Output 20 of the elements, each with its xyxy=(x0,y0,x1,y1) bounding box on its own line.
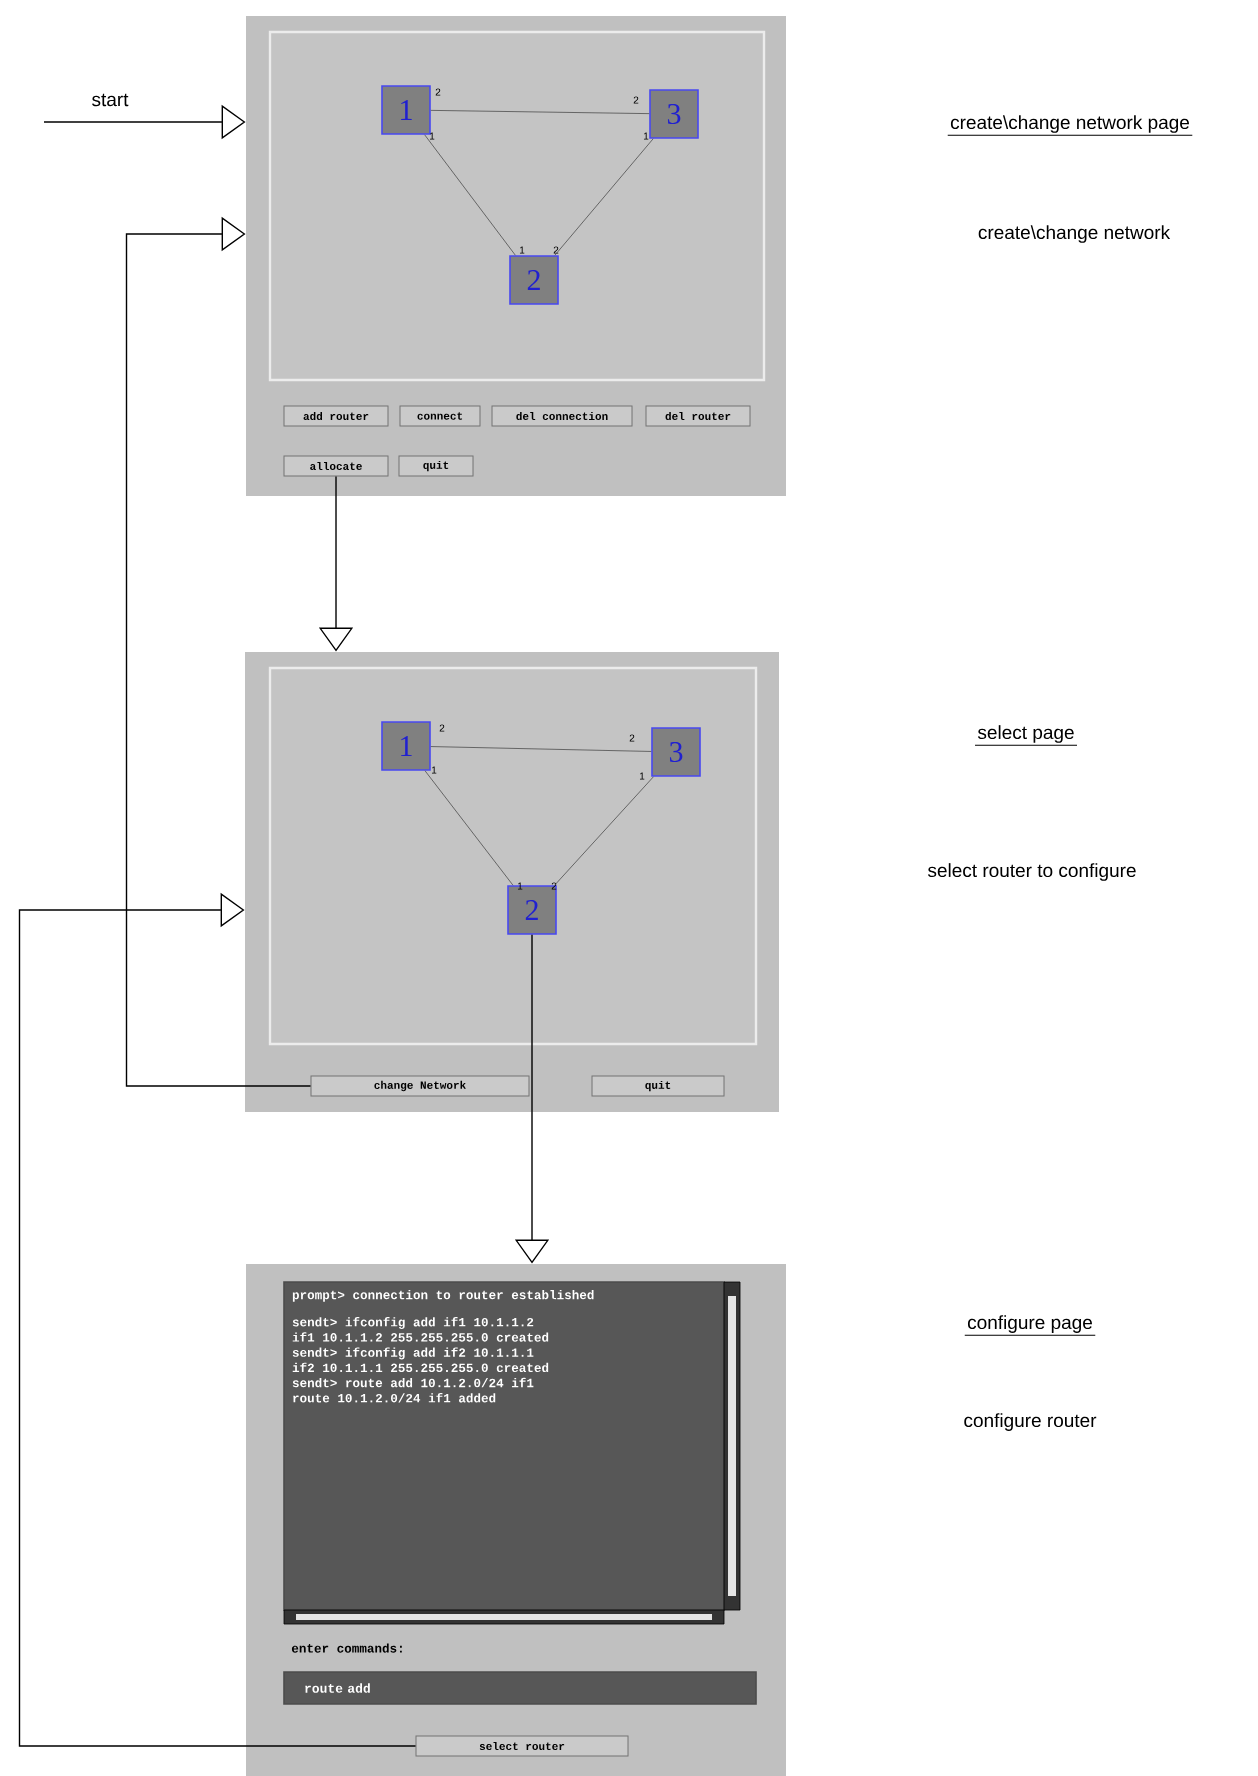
link-line xyxy=(554,138,654,256)
link-line xyxy=(424,134,516,256)
edge-label: start xyxy=(89,91,131,109)
router-box: 1 xyxy=(381,85,431,135)
page-description: select router to configure xyxy=(928,863,1136,881)
arrow xyxy=(125,216,312,1087)
page-description: configure router xyxy=(964,1413,1097,1431)
page-heading: configure page xyxy=(964,1315,1096,1336)
link-line xyxy=(554,776,654,886)
router-box: 1 xyxy=(381,721,431,771)
router-box: 2 xyxy=(509,255,559,305)
page-heading: create\change network page xyxy=(947,115,1193,136)
arrow xyxy=(18,892,417,1747)
page-heading: select page xyxy=(974,725,1078,746)
router-box: 3 xyxy=(651,727,701,777)
page-description: create\change network xyxy=(978,225,1171,243)
link-line xyxy=(424,770,514,886)
link-line xyxy=(430,746,652,752)
link-line xyxy=(430,109,650,115)
router-box: 3 xyxy=(649,89,699,139)
